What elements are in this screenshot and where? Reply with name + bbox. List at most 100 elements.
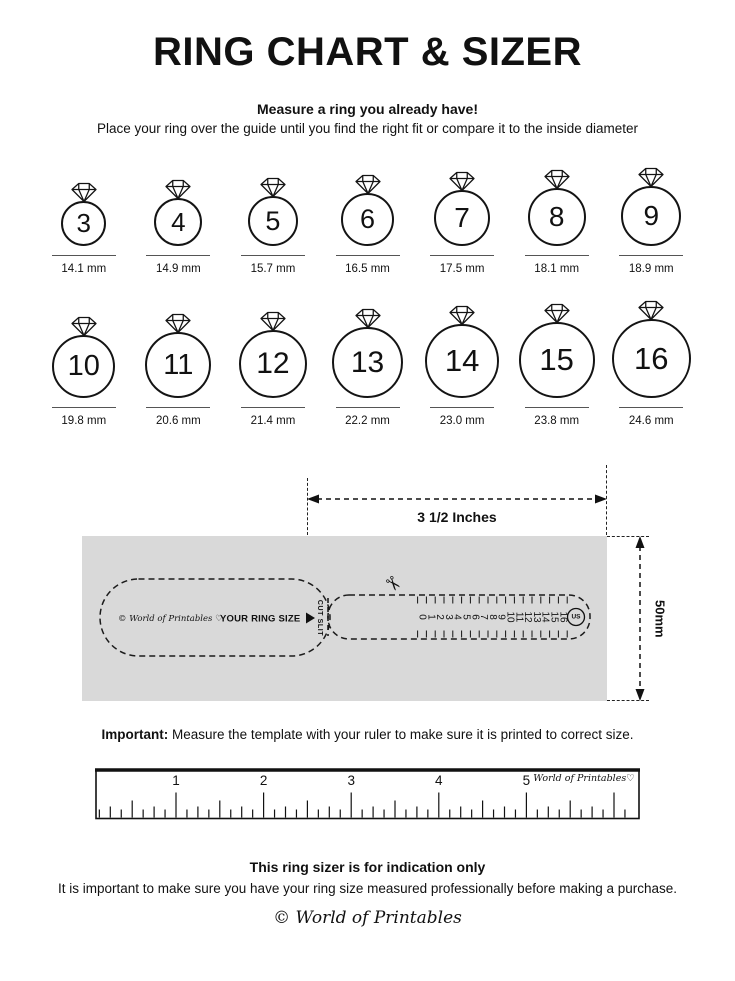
- width-arrow: [307, 494, 607, 504]
- sizer-scale-number: 8: [487, 614, 498, 620]
- ring-diameter-label: 14.9 mm: [155, 263, 201, 275]
- diamond-icon: [544, 169, 570, 190]
- diamond-icon: [165, 313, 191, 334]
- ruler-ticks: [98, 792, 626, 818]
- ring-underline: [430, 255, 495, 256]
- sizer-section: 3 1/2 Inches © World of Printables ♡ YOU…: [0, 439, 735, 707]
- ruler-inch-number: 4: [435, 773, 443, 788]
- ring-diameter-label: 19.8 mm: [61, 415, 107, 427]
- ring-diameter-label: 18.1 mm: [534, 263, 580, 275]
- dashed-guide-right: [606, 465, 607, 535]
- sizer-scale-number: 12: [522, 611, 533, 623]
- dashed-connector-top: [607, 536, 649, 537]
- ring-diameter-label: 18.9 mm: [628, 263, 674, 275]
- sizer-scale-number: 14: [540, 611, 551, 623]
- diamond-icon: [544, 303, 570, 324]
- sizer-scale-number: 1: [425, 614, 436, 620]
- height-measurement-text: 50mm: [652, 599, 668, 638]
- ring-diameter-label: 21.4 mm: [250, 415, 296, 427]
- ring-diameter-label: 24.6 mm: [628, 415, 674, 427]
- ring-underline: [146, 407, 211, 408]
- ruler-brand-text: World of Printables♡: [533, 773, 634, 784]
- ruler-inch-number: 1: [172, 773, 180, 788]
- width-measurement-label: 3 1/2 Inches: [417, 509, 497, 525]
- ring-size-item: 13 22.2 mm: [320, 307, 415, 427]
- ring-diameter-label: 23.8 mm: [534, 415, 580, 427]
- sizer-scale-number: 13: [531, 611, 542, 623]
- diamond-icon: [449, 171, 475, 192]
- sizer-template-box: © World of Printables ♡ YOUR RING SIZE C…: [82, 536, 607, 701]
- diamond-icon: [260, 311, 286, 332]
- sizer-scale-number: 7: [478, 614, 489, 620]
- arrow-up-head: [635, 536, 645, 548]
- height-arrow: [635, 536, 645, 701]
- ring-diameter-label: 22.2 mm: [345, 415, 390, 427]
- ring-sizer-template: © World of Printables ♡ YOUR RING SIZE C…: [99, 571, 591, 657]
- your-ring-size-label: YOUR RING SIZE: [220, 614, 300, 625]
- page-title: RING CHART & SIZER: [153, 30, 582, 74]
- us-circle: [566, 607, 586, 627]
- diamond-icon: [638, 300, 664, 321]
- ring-circle: 15: [518, 322, 595, 398]
- ring-circle: 6: [341, 193, 395, 246]
- diamond-icon: [449, 305, 475, 326]
- diamond-icon: [71, 316, 97, 337]
- brand-logo: © World of Printables: [273, 908, 462, 928]
- footer-text-line: It is important to make sure you have yo…: [57, 881, 678, 896]
- ring-circle: 13: [332, 327, 404, 398]
- ring-underline: [524, 407, 589, 408]
- ring-circle: 14: [425, 324, 500, 398]
- sizer-scale-number: 10: [505, 611, 516, 623]
- ring-underline: [619, 407, 684, 408]
- arrow-right-icon: [306, 612, 315, 624]
- diamond-icon: [71, 182, 97, 203]
- ring-underline: [51, 407, 116, 408]
- ring-circle: 10: [52, 335, 116, 398]
- diamond-icon: [260, 177, 286, 198]
- cut-slit-label: CUT SLIT: [316, 600, 323, 636]
- ring-underline: [146, 255, 211, 256]
- ring-underline: [619, 255, 684, 256]
- diamond-icon: [354, 174, 381, 195]
- ruler-inch-number: 5: [523, 773, 531, 788]
- ruler-inch-number: 3: [347, 773, 355, 788]
- arrow-right-head: [595, 494, 607, 504]
- diamond-icon: [354, 308, 381, 329]
- important-note-bold: Important:: [101, 727, 169, 742]
- diamond-icon: [638, 167, 664, 188]
- sizer-scale-number: 0: [417, 614, 428, 620]
- ring-circle: 11: [145, 332, 212, 398]
- dashed-guide-left: [307, 478, 308, 535]
- scissors-icon: ✂: [379, 571, 406, 597]
- ring-diameter-label: 23.0 mm: [439, 415, 485, 427]
- sizer-scale-number: 3: [443, 614, 454, 620]
- sizer-handle-outline: [99, 578, 331, 657]
- height-measurement-label: 50mm: [650, 536, 670, 701]
- ring-underline: [240, 255, 305, 256]
- ring-size-item: 7 17.5 mm: [415, 170, 510, 275]
- ring-diameter-label: 16.5 mm: [345, 263, 390, 275]
- ring-size-item: 14 23.0 mm: [415, 304, 510, 427]
- ring-diameter-label: 15.7 mm: [250, 263, 296, 275]
- us-label: US: [571, 614, 581, 621]
- ring-circle: 7: [434, 190, 491, 246]
- subtitle-text: Place your ring over the guide until you…: [96, 121, 639, 136]
- ring-underline: [430, 407, 495, 408]
- sizer-scale-number: 6: [469, 614, 480, 620]
- arrow-down-head: [635, 689, 645, 701]
- ring-diameter-label: 17.5 mm: [439, 263, 485, 275]
- ring-size-item: 6 16.5 mm: [320, 173, 415, 275]
- ring-diameter-label: 20.6 mm: [155, 415, 201, 427]
